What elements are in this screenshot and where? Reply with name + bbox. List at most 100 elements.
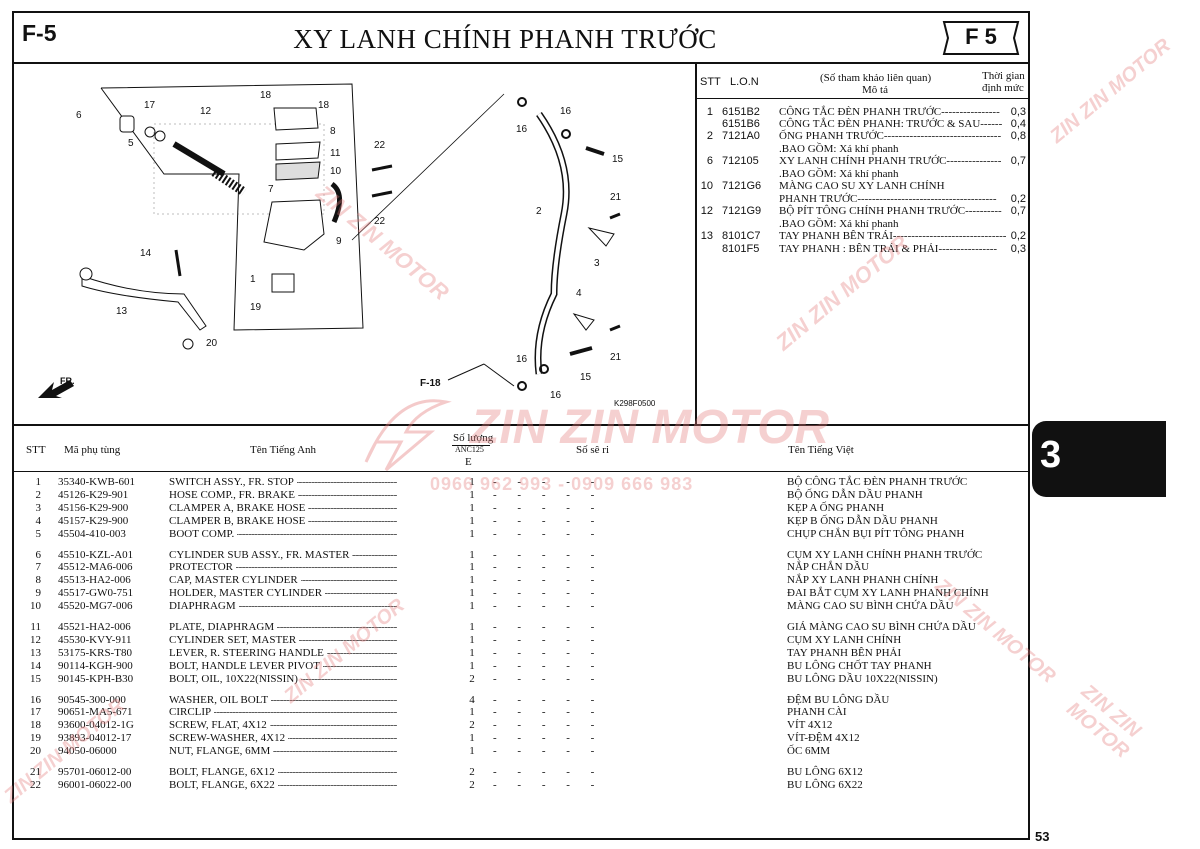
row-qty: 1 <box>469 659 475 672</box>
ref-header-desc-2: Mô tả <box>862 84 888 96</box>
table-row: ----------------------------------------… <box>14 646 1014 660</box>
callout: 7 <box>268 184 274 195</box>
row-name-vn: BU LÔNG DẦU 10X22(NISSIN) <box>787 672 938 685</box>
ref-header-stt: STT <box>700 76 721 88</box>
row-qty: 2 <box>469 672 475 685</box>
exploded-diagram: 6 17 12 5 18 18 8 11 10 7 22 22 9 16 16 … <box>14 64 694 424</box>
row-part-no: 45512-MA6-006 <box>58 561 133 574</box>
table-row: ----------------------------------------… <box>14 693 1014 707</box>
row-name-vn: ĐỆM BU LÔNG DẦU <box>787 693 890 706</box>
callout: 3 <box>594 258 600 269</box>
row-qty: 1 <box>469 574 475 587</box>
row-part-no: 90651-MA5-671 <box>58 706 133 719</box>
ref-stt: 6 <box>706 155 713 167</box>
row-stt: 10 <box>30 600 41 613</box>
table-row: ----------------------------------------… <box>14 514 1014 528</box>
page-badge: F 5 <box>940 18 1022 58</box>
row-part-no: 94050-06000 <box>58 745 117 758</box>
row-name-vn: KẸP A ỐNG PHANH <box>787 501 885 514</box>
row-stt: 11 <box>30 621 41 633</box>
callout: F-18 <box>420 378 441 389</box>
row-name-vn: BU LÔNG 6X22 <box>787 778 863 791</box>
callout: 8 <box>330 126 336 137</box>
row-serial-marks: - - - - - <box>493 745 604 758</box>
row-name-en: DIAPHRAGM <box>169 600 239 613</box>
callout: 12 <box>200 106 212 117</box>
pivot-bolt <box>174 249 182 277</box>
row-name-en: HOSE COMP., FR. BRAKE <box>169 488 298 501</box>
row-part-no: 45517-GW0-751 <box>58 587 134 600</box>
row-name-vn: NẮP CHẮN DẦU <box>787 561 870 574</box>
ref-stt: 12 <box>700 205 713 217</box>
row-stt: 12 <box>30 633 41 646</box>
row-name-vn: MÀNG CAO SU BÌNH CHỨA DẦU <box>787 600 954 613</box>
row-part-no: 45156-K29-900 <box>58 501 129 514</box>
row-qty: 1 <box>469 646 475 659</box>
row-name-vn: CHỤP CHẮN BỤI PÍT TÔNG PHANH <box>787 527 965 540</box>
row-name-vn: CỤM XY LANH CHÍNH <box>787 633 902 646</box>
callout: 6 <box>76 110 82 121</box>
ref-time: 0,4 <box>1010 118 1026 130</box>
table-row: ----------------------------------------… <box>14 672 1014 686</box>
row-name-vn: ỐC 6MM <box>787 745 831 758</box>
callout: 22 <box>374 216 386 227</box>
ref-row: 8101F5 TAY PHANH : BÊN TRÁI & PHẢI-------… <box>697 243 1027 255</box>
row-name-en: BOLT, OIL, 10X22(NISSIN) <box>169 672 301 685</box>
row-part-no: 45504-410-003 <box>58 527 126 540</box>
callout: 16 <box>516 354 528 365</box>
row-part-no: 45126-K29-901 <box>58 488 129 501</box>
callout: 9 <box>336 236 342 247</box>
ref-lon: 7121G6 <box>722 180 762 192</box>
ref-row: .BAO GỒM: Xả khí phanh <box>697 218 1027 230</box>
callout: 13 <box>116 306 128 317</box>
row-serial-marks: - - - - - <box>493 633 604 646</box>
table-row: ----------------------------------------… <box>14 719 1014 732</box>
ref-time: 0,3 <box>1010 106 1026 118</box>
row-name-en: BOLT, FLANGE, 6X12 <box>169 766 278 778</box>
section-divider <box>12 424 1030 426</box>
row-name-en: CLAMPER A, BRAKE HOSE <box>169 501 309 514</box>
row-name-vn: TAY PHANH BÊN PHẢI <box>787 646 902 659</box>
bolts-22 <box>371 164 393 198</box>
ref-lon: 7121G9 <box>722 205 762 217</box>
row-stt: 2 <box>35 488 42 501</box>
ref-lon: 6151B6 <box>722 118 760 130</box>
ref-desc: ỐNG PHANH TRƯỚC-------------------------… <box>779 130 1002 142</box>
callout: 15 <box>612 154 624 165</box>
ref-stt: 2 <box>706 130 713 142</box>
row-name-en: PLATE, DIAPHRAGM <box>169 621 278 633</box>
row-name-vn: CỤM XY LANH CHÍNH PHANH TRƯỚC <box>787 548 983 561</box>
table-row: ----------------------------------------… <box>14 778 1014 792</box>
ref-desc: TAY PHANH : BÊN TRÁI & PHẢI-------------… <box>779 243 998 255</box>
row-name-vn: ĐAI BẮT CỤM XY LANH PHANH CHÍNH <box>787 587 989 600</box>
row-part-no: 45520-MG7-006 <box>58 600 133 613</box>
row-part-no: 90545-300-000 <box>58 693 126 706</box>
callout: 21 <box>610 352 622 363</box>
ref-lon: 6151B2 <box>722 106 760 118</box>
holder-part <box>330 181 342 223</box>
ref-row: .BAO GỒM: Xả khí phanh <box>697 143 1027 155</box>
row-stt: 1 <box>35 476 42 488</box>
row-serial-marks: - - - - - <box>493 693 604 706</box>
front-arrow-icon <box>38 380 74 398</box>
row-serial-marks: - - - - - <box>493 706 604 719</box>
nut-part <box>182 338 194 350</box>
table-row: ----------------------------------------… <box>14 574 1014 587</box>
callout: 19 <box>250 302 262 313</box>
front-label: FR. <box>60 376 75 386</box>
row-stt: 4 <box>35 514 42 527</box>
ref-desc: TAY PHANH BÊN TRÁI----------------------… <box>779 230 1007 242</box>
chapter-tab <box>1032 421 1166 497</box>
row-qty: 1 <box>469 706 475 719</box>
row-name-vn: BU LÔNG CHỐT TAY PHANH <box>787 659 932 672</box>
row-qty: 4 <box>469 693 475 706</box>
row-serial-marks: - - - - - <box>493 501 604 514</box>
ref-lon: 8101F5 <box>722 243 760 255</box>
row-stt: 22 <box>30 778 41 791</box>
table-row: ----------------------------------------… <box>14 548 1014 562</box>
ref-desc: MÀNG CAO SU XY LANH CHÍNH <box>779 180 945 192</box>
callout: 4 <box>576 288 582 299</box>
